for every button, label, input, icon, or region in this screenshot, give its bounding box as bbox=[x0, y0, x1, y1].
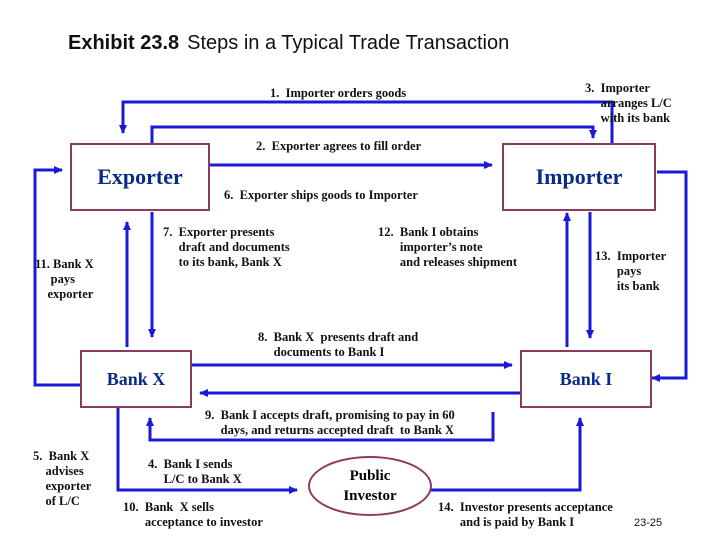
arrow-2 bbox=[150, 125, 597, 143]
step-9-label: 9. Bank I accepts draft, promising to pa… bbox=[205, 408, 455, 437]
diagram-title: Exhibit 23.8 Steps in a Typical Trade Tra… bbox=[68, 32, 509, 55]
page-number: 23-25 bbox=[634, 517, 663, 529]
step-2-label: 2. Exporter agrees to fill order bbox=[256, 139, 422, 153]
step-7-label: 7. Exporter presents draft and documents… bbox=[163, 225, 290, 269]
bank-x-label: Bank X bbox=[106, 368, 166, 389]
arrow-9b bbox=[146, 412, 495, 442]
importer-node: Importer bbox=[502, 143, 656, 211]
step-4-label: 4. Bank I sends L/C to Bank X bbox=[148, 457, 242, 486]
arrow-3 bbox=[651, 170, 688, 382]
step-13-label: 13. Importer pays its bank bbox=[595, 249, 667, 293]
arrow-10 bbox=[116, 408, 298, 494]
step-6-label: 6. Exporter ships goods to Importer bbox=[224, 188, 418, 202]
bank-i-label: Bank I bbox=[559, 368, 613, 389]
step-5-label: 5. Bank X advises exporter of L/C bbox=[33, 449, 92, 508]
arrow-1 bbox=[119, 100, 614, 143]
step-3-label: 3. Importer arranges L/C with its bank bbox=[585, 81, 672, 125]
bank-x-node: Bank X bbox=[80, 350, 192, 408]
title-text: Steps in a Typical Trade Transaction bbox=[187, 32, 510, 54]
exporter-label: Exporter bbox=[97, 164, 183, 189]
public-investor-label: Public Investor bbox=[343, 468, 397, 504]
step-12-label: 12. Bank I obtains importer’s note and r… bbox=[378, 225, 518, 269]
importer-label: Importer bbox=[535, 164, 623, 189]
bank-i-node: Bank I bbox=[520, 350, 652, 408]
step-8-label: 8. Bank X presents draft and documents t… bbox=[258, 330, 419, 359]
step-1-label: 1. Importer orders goods bbox=[270, 86, 407, 100]
step-14-label: 14. Investor presents acceptance and is … bbox=[438, 500, 613, 529]
arrow-14 bbox=[428, 417, 584, 492]
arrow-11 bbox=[33, 166, 80, 387]
step-11-label: 11. Bank X pays exporter bbox=[35, 257, 94, 301]
step-10-label: 10. Bank X sells acceptance to investor bbox=[123, 500, 263, 529]
exporter-node: Exporter bbox=[70, 143, 210, 211]
public-investor-node: Public Investor bbox=[308, 456, 432, 516]
exhibit-number: Exhibit 23.8 bbox=[68, 32, 180, 54]
